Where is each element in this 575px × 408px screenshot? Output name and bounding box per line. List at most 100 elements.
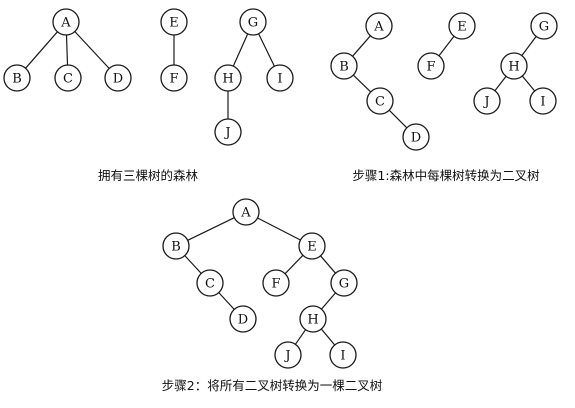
step1-edge-B-C	[352, 74, 372, 93]
step2-node-circle-B	[162, 232, 190, 260]
step1-node-G: G	[530, 12, 558, 40]
step1-node-F: F	[417, 52, 445, 80]
step1-node-label-A: A	[373, 20, 384, 35]
step2-node-A: A	[232, 198, 260, 226]
step2-node-B: B	[162, 232, 190, 260]
step2-edge-A-B	[187, 217, 235, 241]
step1-node-circle-I	[529, 87, 557, 115]
step2-node-G: G	[330, 269, 358, 297]
step2-node-E: E	[298, 232, 326, 260]
step2-node-circle-D	[229, 305, 257, 333]
step1-edge-A-B	[352, 35, 371, 57]
step2-node-circle-I	[329, 341, 357, 369]
step2-node-C: C	[196, 269, 224, 297]
forest-node-circle-A	[52, 8, 80, 36]
step2-edge-H-I	[320, 328, 336, 346]
step1-node-circle-F	[417, 52, 445, 80]
forest-node-H: H	[214, 64, 242, 92]
forest-node-label-A: A	[60, 16, 71, 31]
step2-node-circle-C	[196, 269, 224, 297]
step2-node-H: H	[299, 305, 327, 333]
step1-node-H: H	[500, 52, 528, 80]
forest-node-I: I	[266, 64, 294, 92]
step2-node-circle-F	[262, 269, 290, 297]
step1-edge-E-F	[438, 35, 455, 57]
caption-step1: 步骤1:森林中每棵树转换为二叉树	[352, 168, 539, 183]
step1-node-B: B	[330, 52, 358, 80]
forest-node-E: E	[160, 8, 188, 36]
step2-node-label-D: D	[238, 313, 248, 328]
forest-node-circle-G	[239, 8, 267, 36]
step1-node-label-G: G	[539, 20, 549, 35]
step2-node-label-E: E	[307, 240, 317, 255]
step1-node-label-E: E	[457, 20, 467, 35]
step1-node-circle-A	[365, 12, 393, 40]
step2-node-label-I: I	[340, 349, 345, 364]
forest-edge-G-I	[258, 33, 275, 67]
step1-node-circle-C	[366, 87, 394, 115]
step1-node-J: J	[473, 87, 501, 115]
forest-edge-A-B	[25, 31, 58, 69]
step2-node-label-J: J	[283, 349, 290, 364]
step1-node-circle-D	[402, 123, 430, 151]
step2-node-label-G: G	[339, 277, 349, 292]
step1-edge-H-J	[494, 75, 507, 92]
step2-node-circle-H	[299, 305, 327, 333]
step2-edge-E-F	[284, 254, 304, 275]
step2-node-D: D	[229, 305, 257, 333]
forest-node-label-D: D	[113, 72, 123, 87]
forest-node-G: G	[239, 8, 267, 36]
step2-node-label-H: H	[307, 313, 318, 328]
step2-node-circle-A	[232, 198, 260, 226]
step1-node-circle-H	[500, 52, 528, 80]
forest-node-label-E: E	[169, 16, 179, 31]
forest-node-circle-C	[54, 64, 82, 92]
step1-node-D: D	[402, 123, 430, 151]
forest-node-C: C	[54, 64, 82, 92]
step2-edge-C-D	[218, 292, 235, 310]
step1-node-label-J: J	[482, 95, 489, 110]
step1-node-label-I: I	[540, 95, 545, 110]
step1-node-circle-J	[473, 87, 501, 115]
forest-node-F: F	[160, 64, 188, 92]
step1-edge-G-H	[521, 36, 537, 56]
caption-forest: 拥有三棵树的森林	[98, 168, 199, 183]
forest-node-A: A	[52, 8, 80, 36]
step1-node-label-F: F	[426, 60, 435, 75]
forest-node-circle-D	[104, 64, 132, 92]
forest-node-label-C: C	[63, 72, 73, 87]
forest-node-circle-E	[160, 8, 188, 36]
forest-edge-A-C	[65, 34, 69, 66]
forest-node-D: D	[104, 64, 132, 92]
forest-node-label-I: I	[277, 72, 282, 87]
forest-node-label-B: B	[12, 72, 22, 87]
step1-node-label-D: D	[411, 131, 421, 146]
step1-node-I: I	[529, 87, 557, 115]
step2-node-circle-J	[274, 341, 302, 369]
edges-layer	[25, 31, 537, 346]
step2-node-label-A: A	[240, 206, 251, 221]
forest-edge-G-H	[232, 33, 249, 67]
forest-node-circle-B	[3, 64, 31, 92]
step1-node-circle-G	[530, 12, 558, 40]
step1-node-label-H: H	[508, 60, 519, 75]
step2-node-circle-E	[298, 232, 326, 260]
step1-node-A: A	[365, 12, 393, 40]
caption-step2: 步骤2：将所有二叉树转换为一棵二叉树	[162, 378, 382, 393]
step2-node-label-C: C	[205, 277, 215, 292]
captions-layer: 拥有三棵树的森林 步骤1:森林中每棵树转换为二叉树 步骤2：将所有二叉树转换为一…	[98, 168, 540, 393]
step1-node-label-B: B	[339, 60, 349, 75]
forest-node-B: B	[3, 64, 31, 92]
step2-node-label-B: B	[171, 240, 181, 255]
step1-node-label-C: C	[375, 95, 385, 110]
forest-node-circle-I	[266, 64, 294, 92]
step1-node-E: E	[448, 12, 476, 40]
step1-edge-H-I	[521, 75, 536, 92]
step1-edge-C-D	[388, 109, 408, 129]
step2-edge-G-H	[321, 292, 336, 310]
step2-node-J: J	[274, 341, 302, 369]
step1-node-circle-E	[448, 12, 476, 40]
